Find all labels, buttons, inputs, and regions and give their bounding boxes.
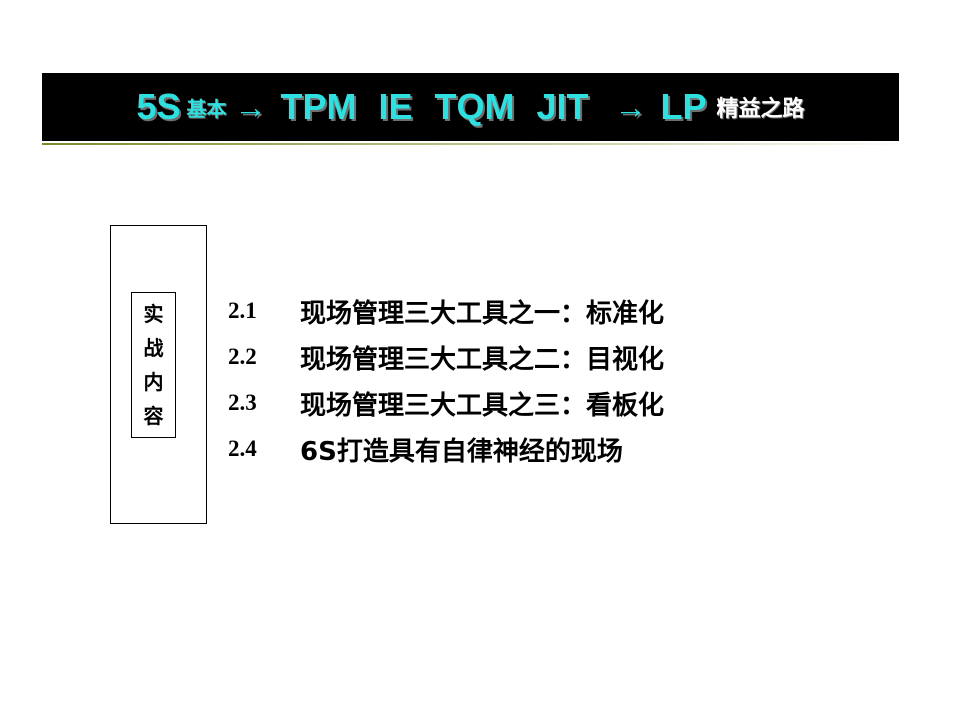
sidebar-char: 实 xyxy=(143,302,164,326)
item-text: 现场管理三大工具之一：标准化 xyxy=(300,298,665,329)
title-ie: IE xyxy=(378,86,413,127)
item-number: 2.3 xyxy=(228,390,257,415)
item-number: 2.4 xyxy=(228,436,257,461)
list-item: 2.3 现场管理三大工具之三：看板化 xyxy=(228,380,664,426)
item-number: 2.2 xyxy=(228,344,257,369)
title-underline xyxy=(42,143,912,145)
sidebar-char: 容 xyxy=(143,404,164,428)
item-number: 2.1 xyxy=(228,298,257,323)
sidebar-char: 战 xyxy=(143,336,164,360)
title-bar: 5S 基本 → TPM IE TQM JIT → LP 精益之路 xyxy=(42,73,899,141)
title-arrow-2: → xyxy=(614,88,647,125)
title-arrow-1: → xyxy=(234,88,267,125)
list-item: 2.4 6S打造具有自律神经的现场 xyxy=(228,426,664,472)
sidebar-label-box: 实 战 内 容 xyxy=(131,292,176,438)
sidebar-outer-box xyxy=(110,225,207,524)
item-text: 现场管理三大工具之三：看板化 xyxy=(300,390,665,421)
content-list: 2.1 现场管理三大工具之一：标准化 2.2 现场管理三大工具之二：目视化 2.… xyxy=(228,288,664,472)
title-tqm: TQM xyxy=(434,86,515,127)
item-text: 现场管理三大工具之二：目视化 xyxy=(300,344,665,375)
title-5s: 5S xyxy=(136,86,181,127)
list-item: 2.1 现场管理三大工具之一：标准化 xyxy=(228,288,664,334)
item-text: 6S打造具有自律神经的现场 xyxy=(300,436,623,467)
title-lean-road: 精益之路 xyxy=(716,96,805,121)
title-tpm: TPM xyxy=(280,86,357,127)
title-lp: LP xyxy=(660,86,707,127)
list-item: 2.2 现场管理三大工具之二：目视化 xyxy=(228,334,664,380)
sidebar-char: 内 xyxy=(143,370,164,394)
title-basic: 基本 xyxy=(186,98,227,121)
title-jit: JIT xyxy=(536,86,589,127)
